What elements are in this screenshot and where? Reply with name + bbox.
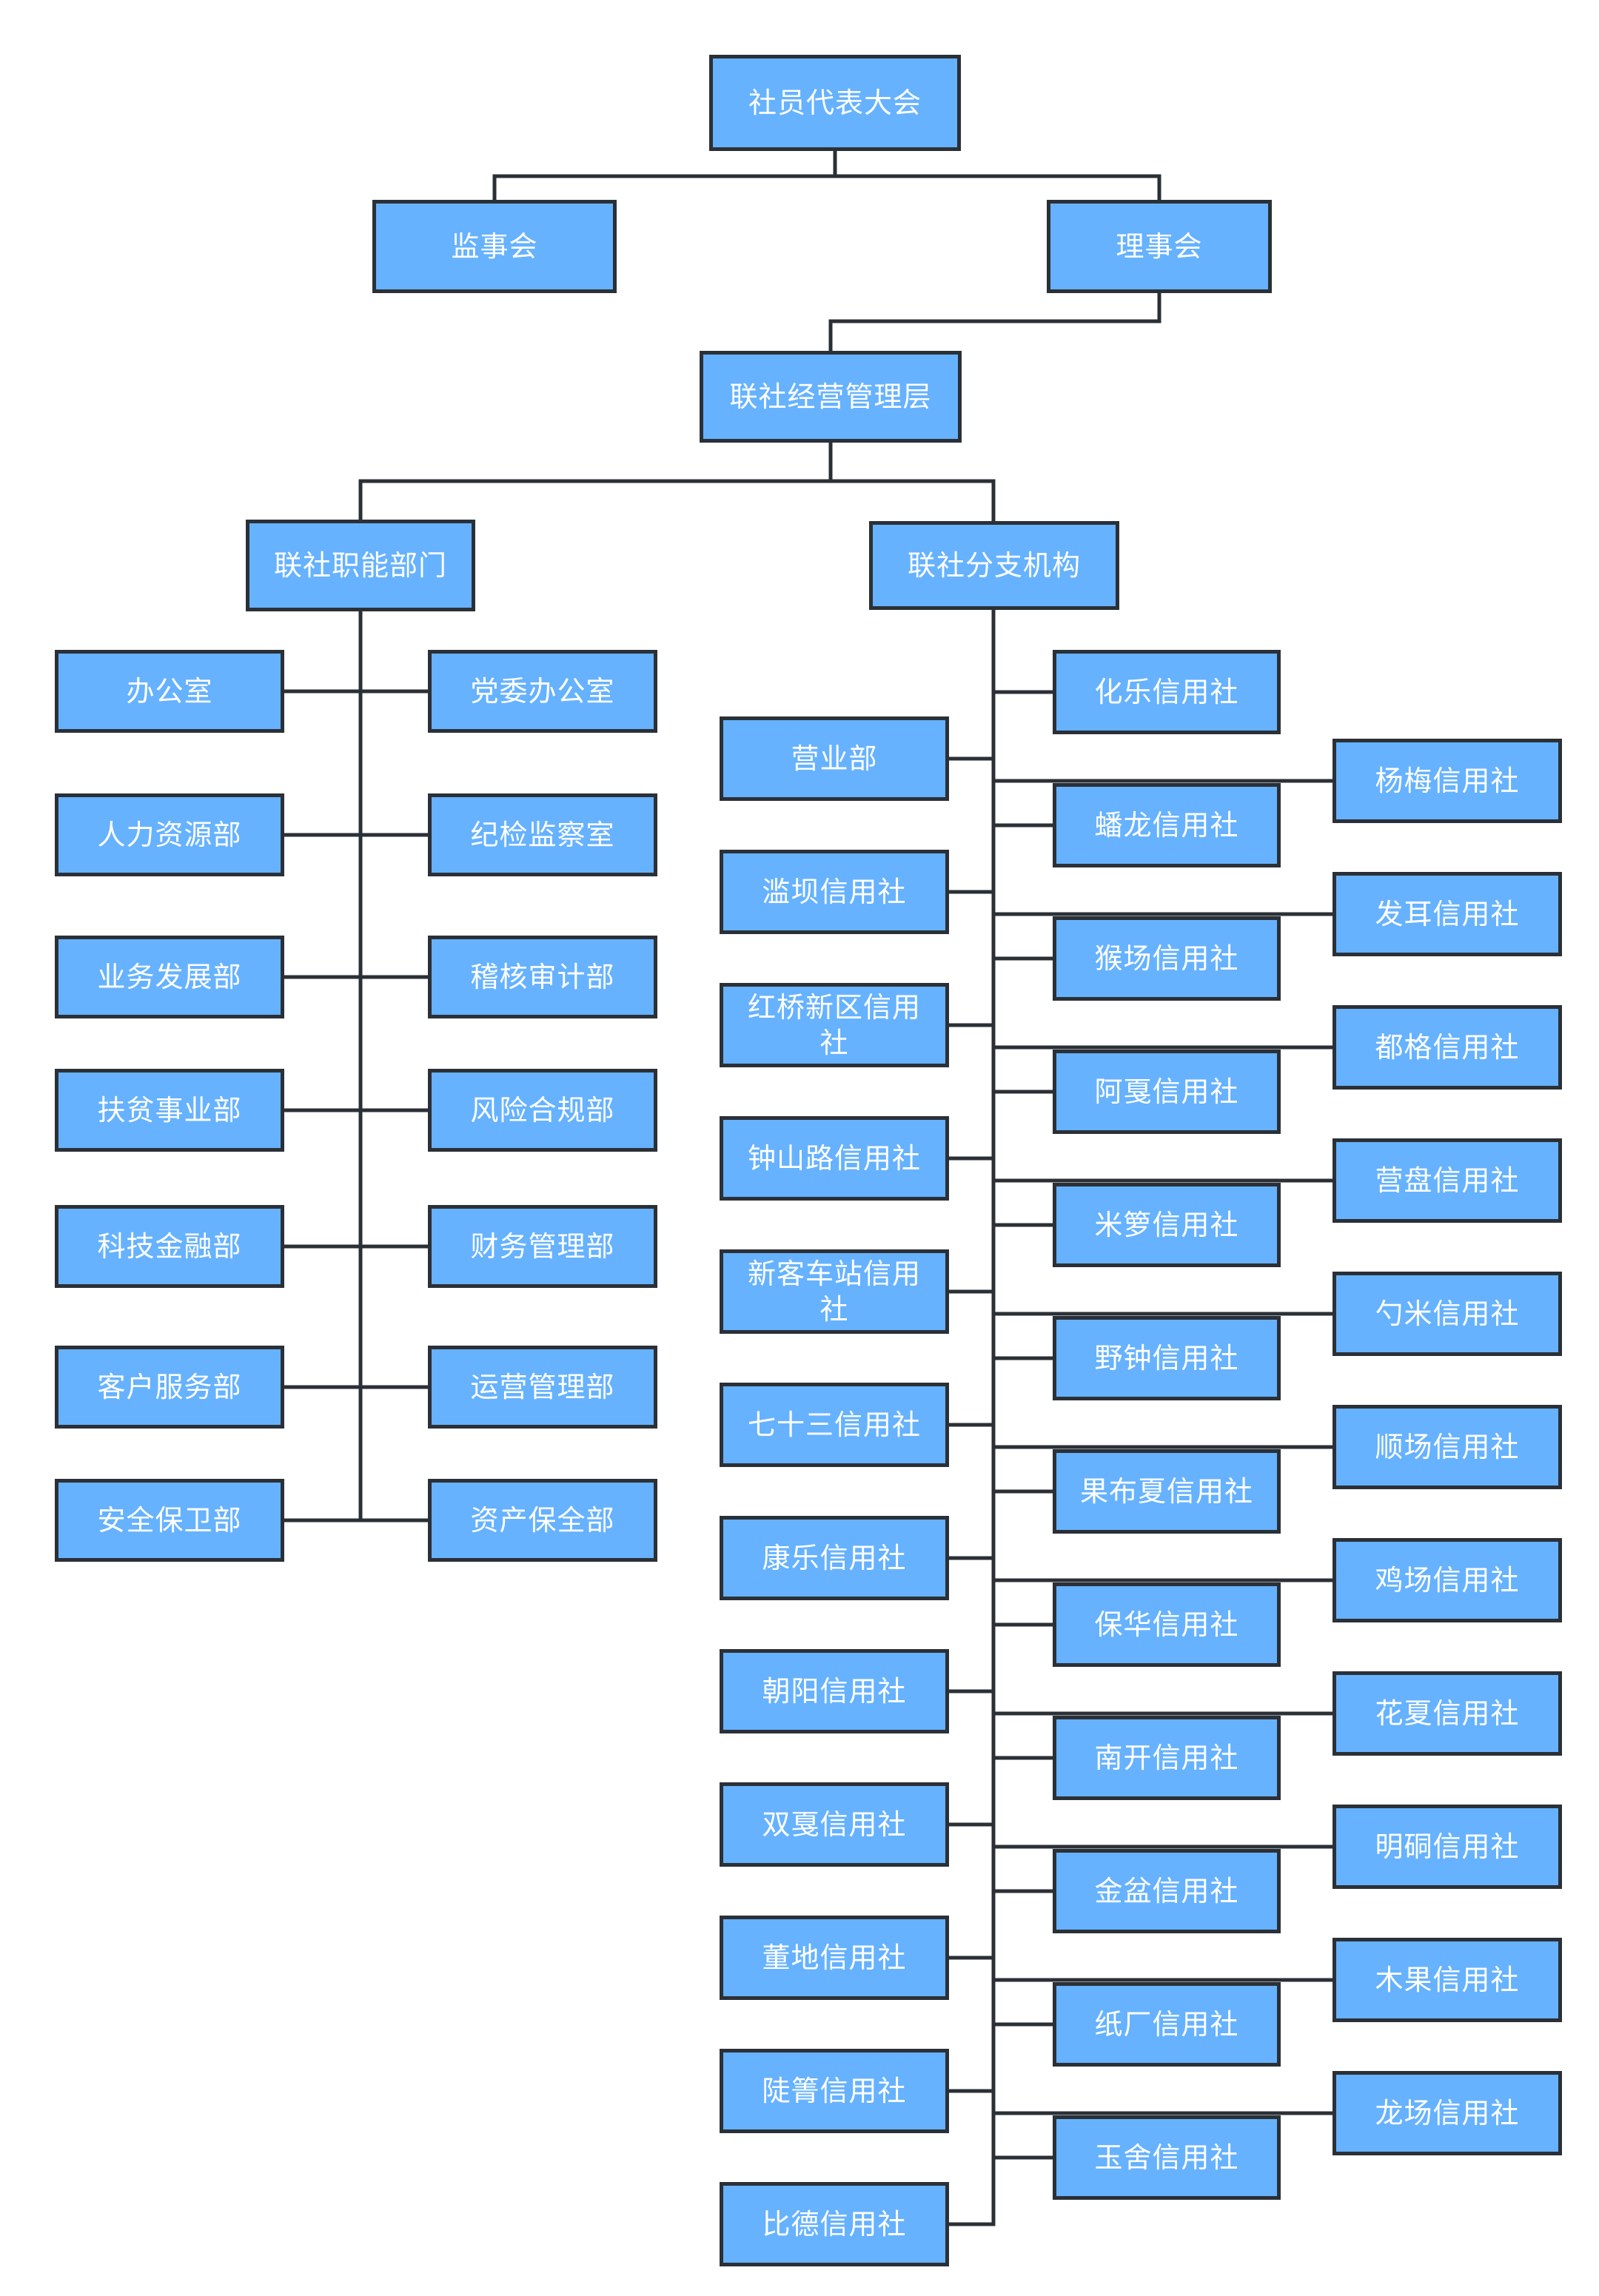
branch-left-6[interactable]: 康乐信用社 (720, 1516, 949, 1600)
branch-left-3[interactable]: 钟山路信用社 (720, 1116, 949, 1201)
branch-right-near-0[interactable]: 化乐信用社 (1053, 650, 1281, 734)
branch-right-far-5[interactable]: 顺场信用社 (1332, 1405, 1562, 1489)
branch-right-near-10[interactable]: 纸厂信用社 (1053, 1982, 1281, 2067)
branch-left-5[interactable]: 七十三信用社 (720, 1383, 949, 1467)
branch-right-far-0[interactable]: 杨梅信用社 (1332, 739, 1562, 823)
branch-left-2[interactable]: 红桥新区信用社 (720, 983, 949, 1067)
branch-right-far-1[interactable]: 发耳信用社 (1332, 872, 1562, 956)
node-board-of-directors[interactable]: 理事会 (1047, 200, 1272, 293)
functional-dept-left-1[interactable]: 人力资源部 (55, 793, 284, 876)
branch-left-11[interactable]: 比德信用社 (720, 2182, 949, 2266)
branch-left-0[interactable]: 营业部 (720, 716, 949, 801)
node-management[interactable]: 联社经营管理层 (700, 351, 962, 443)
branch-left-1[interactable]: 滥坝信用社 (720, 850, 949, 934)
branch-right-far-2[interactable]: 都格信用社 (1332, 1005, 1562, 1090)
functional-dept-right-4[interactable]: 财务管理部 (428, 1205, 657, 1288)
functional-dept-right-6[interactable]: 资产保全部 (428, 1479, 657, 1562)
branch-right-near-5[interactable]: 野钟信用社 (1053, 1316, 1281, 1400)
node-general-assembly[interactable]: 社员代表大会 (709, 55, 961, 151)
branch-left-4[interactable]: 新客车站信用社 (720, 1249, 949, 1334)
functional-dept-right-0[interactable]: 党委办公室 (428, 650, 657, 733)
functional-dept-right-3[interactable]: 风险合规部 (428, 1069, 657, 1152)
branch-right-near-2[interactable]: 猴场信用社 (1053, 916, 1281, 1001)
branch-right-far-8[interactable]: 明硐信用社 (1332, 1805, 1562, 1889)
branch-right-near-7[interactable]: 保华信用社 (1053, 1582, 1281, 1667)
functional-dept-right-1[interactable]: 纪检监察室 (428, 793, 657, 876)
branch-right-near-9[interactable]: 金盆信用社 (1053, 1849, 1281, 1933)
branch-right-near-4[interactable]: 米箩信用社 (1053, 1183, 1281, 1267)
branch-left-8[interactable]: 双戛信用社 (720, 1782, 949, 1867)
branch-right-far-3[interactable]: 营盘信用社 (1332, 1138, 1562, 1223)
functional-dept-left-0[interactable]: 办公室 (55, 650, 284, 733)
branch-right-far-10[interactable]: 龙场信用社 (1332, 2071, 1562, 2155)
branch-right-far-7[interactable]: 花夏信用社 (1332, 1671, 1562, 1756)
branch-left-10[interactable]: 陡箐信用社 (720, 2049, 949, 2133)
functional-dept-right-5[interactable]: 运营管理部 (428, 1346, 657, 1429)
functional-dept-right-2[interactable]: 稽核审计部 (428, 936, 657, 1018)
node-functional-departments[interactable]: 联社职能部门 (246, 520, 475, 611)
node-branches[interactable]: 联社分支机构 (869, 521, 1119, 610)
functional-dept-left-3[interactable]: 扶贫事业部 (55, 1069, 284, 1152)
branch-right-far-6[interactable]: 鸡场信用社 (1332, 1538, 1562, 1622)
branch-right-near-8[interactable]: 南开信用社 (1053, 1716, 1281, 1800)
branch-right-near-1[interactable]: 蟠龙信用社 (1053, 783, 1281, 867)
branch-right-near-11[interactable]: 玉舍信用社 (1053, 2115, 1281, 2200)
branch-left-7[interactable]: 朝阳信用社 (720, 1649, 949, 1733)
branch-right-far-9[interactable]: 木果信用社 (1332, 1938, 1562, 2022)
functional-dept-left-6[interactable]: 安全保卫部 (55, 1479, 284, 1562)
functional-dept-left-2[interactable]: 业务发展部 (55, 936, 284, 1018)
branch-right-near-3[interactable]: 阿戛信用社 (1053, 1050, 1281, 1134)
node-supervisory-board[interactable]: 监事会 (372, 200, 617, 293)
functional-dept-left-4[interactable]: 科技金融部 (55, 1205, 284, 1288)
branch-left-9[interactable]: 董地信用社 (720, 1916, 949, 2000)
branch-right-far-4[interactable]: 勺米信用社 (1332, 1272, 1562, 1356)
branch-right-near-6[interactable]: 果布夏信用社 (1053, 1449, 1281, 1534)
functional-dept-left-5[interactable]: 客户服务部 (55, 1346, 284, 1429)
